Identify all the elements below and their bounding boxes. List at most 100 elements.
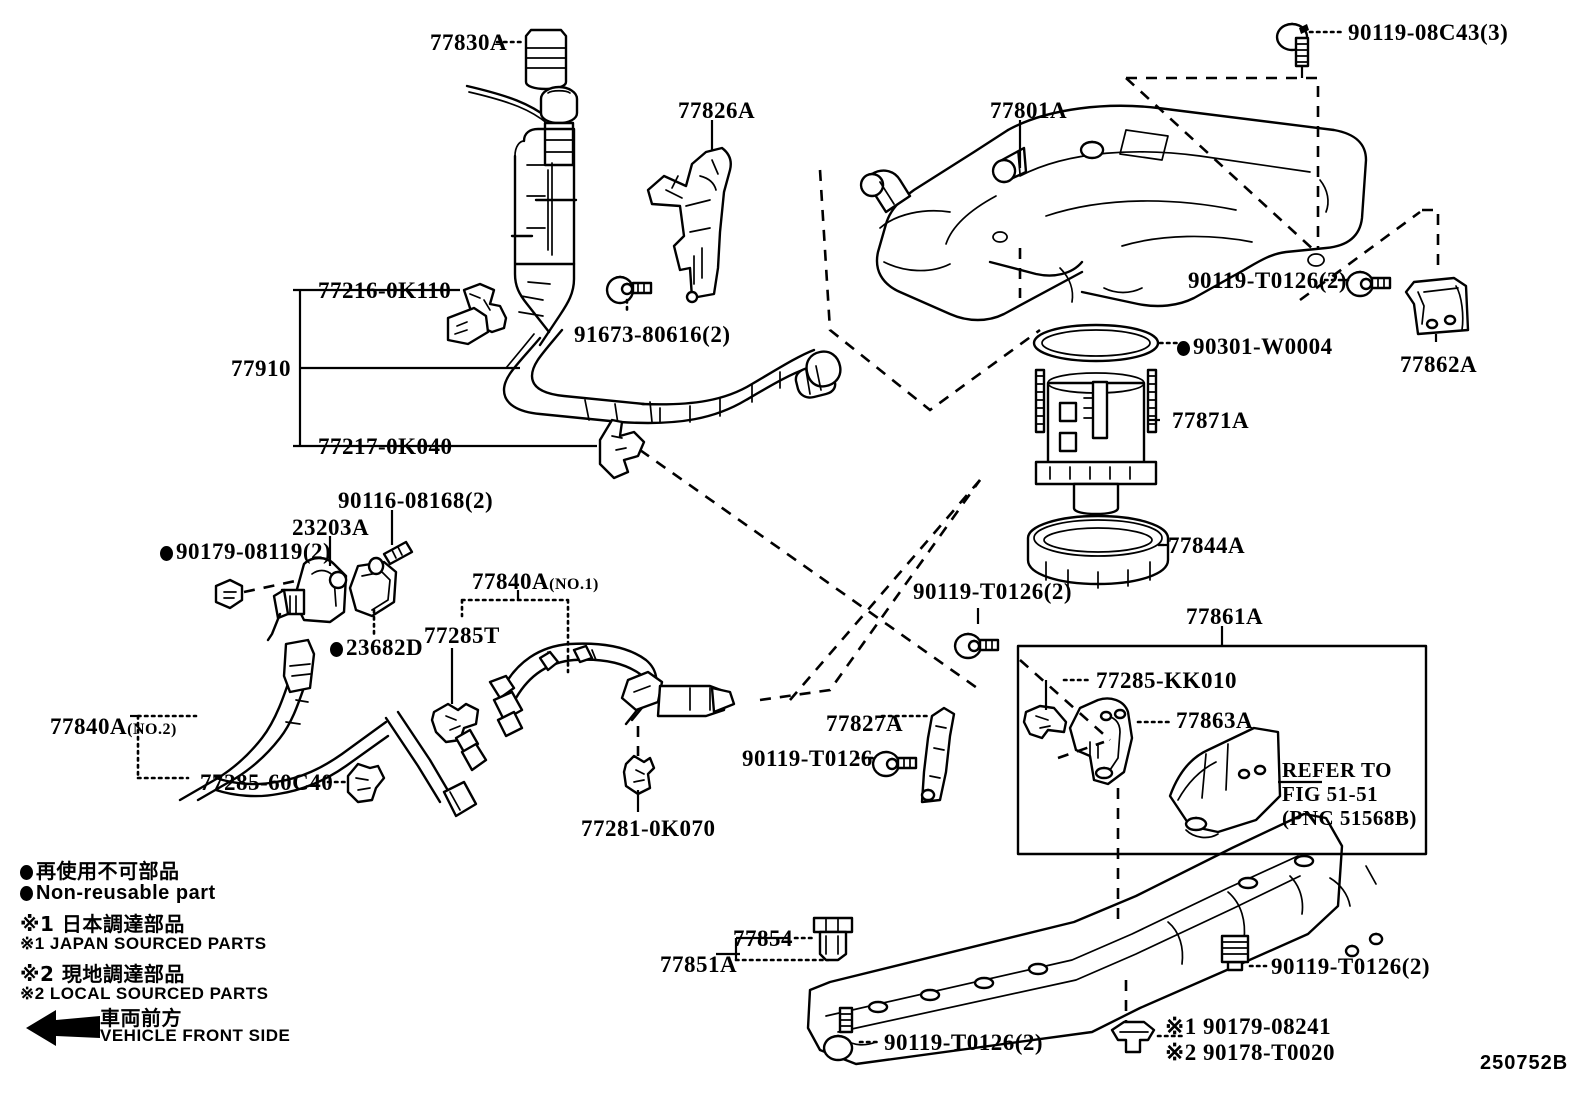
part-77851a-crossmember [806, 812, 1384, 1066]
part-77844a-lock-ring [1026, 514, 1170, 589]
callout-77844a: 77844A [1168, 533, 1246, 558]
refer-part-77863a: 77863A [1176, 708, 1254, 733]
lead-77840a-no1 [460, 598, 570, 674]
part-90301-w0004-oring [1032, 323, 1160, 363]
part-77285t-clip [430, 702, 480, 744]
callout-90119-t0126-tank: 90119-T0126(2) [1188, 268, 1348, 293]
callout-23203a: 23203A [292, 515, 370, 540]
part-77285-kk010-clip [1022, 704, 1068, 740]
part-77830a-cap [524, 28, 568, 91]
part-91673-80616-screw [605, 275, 653, 305]
dash-long-1 [639, 448, 981, 692]
legend-mark2-en: ※2 LOCAL SOURCED PARTS [20, 984, 269, 1003]
nonreusable-bullet-icon [330, 642, 343, 657]
callout-90116-08168: 90116-08168(2) [338, 488, 494, 513]
part-90116-08168-bolt [367, 540, 414, 576]
callout-77840a-no1-suffix: (NO.1) [549, 576, 599, 593]
dash-77862a-2 [1299, 210, 1421, 302]
callout-77285t: 77285T [424, 623, 500, 648]
part-77217-0k040-clamp [598, 418, 646, 480]
part-90179-08119-nut [214, 578, 244, 610]
part-77854-grommet [812, 916, 854, 962]
nonreusable-bullet-icon [1177, 341, 1190, 356]
refer-box-group-label: 77861A [1186, 604, 1264, 629]
callout-77840a-no1: 77840A(NO.1) [472, 569, 599, 594]
part-77801a-fuel-tank [859, 104, 1368, 322]
part-90119-t0126-bolt-upper [953, 632, 1000, 660]
legend-nonreusable-en: Non-reusable part [20, 882, 216, 905]
part-77910-filler-pipe [465, 84, 842, 425]
part-90119-t0126-bolt-tank [1345, 270, 1392, 298]
part-77862a-cushion [1404, 276, 1470, 336]
callout-77851a: 77851A [660, 952, 738, 977]
callout-90178-t0020: ※2 90178-T0020 [1165, 1040, 1336, 1065]
callout-77854: 77854 [733, 926, 793, 951]
refer-to-line1: REFER TO [1282, 758, 1393, 782]
callout-90119-08c43: 90119-08C43(3) [1348, 20, 1509, 45]
dash-long-2 [789, 479, 981, 701]
part-77863a-bracket [1068, 697, 1134, 786]
callout-77826a: 77826A [678, 98, 756, 123]
callout-90301-w0004: 90301-W0004 [1177, 334, 1333, 360]
legend-mark1-jp: ※1 日本調達部品 [20, 912, 185, 936]
part-90119-t0126-bolt-cross-bottom [822, 1006, 854, 1062]
legend-nonreusable-jp: 再使用不可部品 [20, 855, 180, 884]
callout-90119-t0126-cross-bottom: 90119-T0126(2) [884, 1030, 1044, 1055]
legend-front-en: VEHICLE FRONT SIDE [100, 1026, 291, 1045]
callout-77910: 77910 [231, 356, 291, 381]
refer-to-line3: (PNC 51568B) [1282, 806, 1417, 830]
dash-refer-1 [1019, 659, 1111, 741]
part-77826a-bracket [646, 146, 732, 304]
lead-77851a [716, 936, 790, 960]
dash-refer-2 [1057, 740, 1105, 760]
vehicle-front-arrow-icon [26, 1010, 100, 1046]
part-90119-t0126-bolt-bracket [871, 750, 918, 778]
dash-tankbolt-diag [1125, 77, 1317, 253]
part-90119-t0126-bolt-cross-right [1220, 934, 1250, 972]
figure-id: 250752B [1480, 1052, 1569, 1074]
part-77827a-bracket [920, 706, 956, 804]
callout-91673-80616: 91673-80616(2) [574, 322, 731, 347]
callout-77801a: 77801A [990, 98, 1068, 123]
part-51568b-bracket [1168, 726, 1282, 839]
refer-to-line2: FIG 51-51 [1282, 782, 1379, 806]
callout-23682d: 23682D [330, 635, 423, 661]
lead-77910-bracket [298, 290, 520, 446]
callout-90119-t0126-bracket: 90119-T0126 [742, 746, 873, 771]
callout-77216-0k110: 77216-0K110 [318, 278, 452, 303]
callout-77281-0k070: 77281-0K070 [581, 816, 716, 841]
part-77216-0k110-clamp [446, 282, 508, 346]
dash-long-3 [759, 479, 982, 702]
part-77285-60c40-clip [346, 762, 386, 804]
part-77871a-fuel-pump [1034, 368, 1158, 516]
callout-77840a-no2-suffix: (NO.2) [127, 721, 177, 738]
callout-77862a: 77862A [1400, 352, 1478, 377]
nonreusable-bullet-icon [20, 886, 33, 901]
part-23203a-valve [266, 556, 348, 642]
callout-77871a: 77871A [1172, 408, 1250, 433]
callout-77840a-no2: 77840A(NO.2) [50, 714, 177, 739]
callout-90179-08241: ※1 90179-08241 [1165, 1014, 1332, 1039]
legend-mark2-jp: ※2 現地調達部品 [20, 962, 185, 986]
nonreusable-bullet-icon [20, 865, 33, 880]
callout-77827a: 77827A [826, 711, 904, 736]
callout-77285-60c40: 77285-60C40 [200, 770, 334, 795]
callout-90119-t0126-upper: 90119-T0126(2) [913, 579, 1073, 604]
callout-90179-08119: 90179-08119(2) [160, 539, 331, 565]
callout-90119-t0126-cross-right: 90119-T0126(2) [1271, 954, 1431, 979]
legend-front-jp: 車両前方 [100, 1006, 182, 1030]
part-77840a-no1-hose [488, 642, 736, 738]
refer-part-77285-kk010: 77285-KK010 [1096, 668, 1237, 693]
part-90119-08c43-bolt [1275, 22, 1310, 68]
dash-77862a [1422, 208, 1440, 268]
dash-filler-to-tank [818, 169, 1041, 412]
dash-90179 [243, 578, 301, 594]
part-90179-08241-nut [1110, 1020, 1156, 1054]
callout-77830a: 77830A [430, 30, 508, 55]
nonreusable-bullet-icon [160, 546, 173, 561]
lead-77840a-no2 [136, 714, 198, 780]
part-77281-0k070-clip [622, 754, 656, 796]
callout-77217-0k040: 77217-0K040 [318, 434, 453, 459]
